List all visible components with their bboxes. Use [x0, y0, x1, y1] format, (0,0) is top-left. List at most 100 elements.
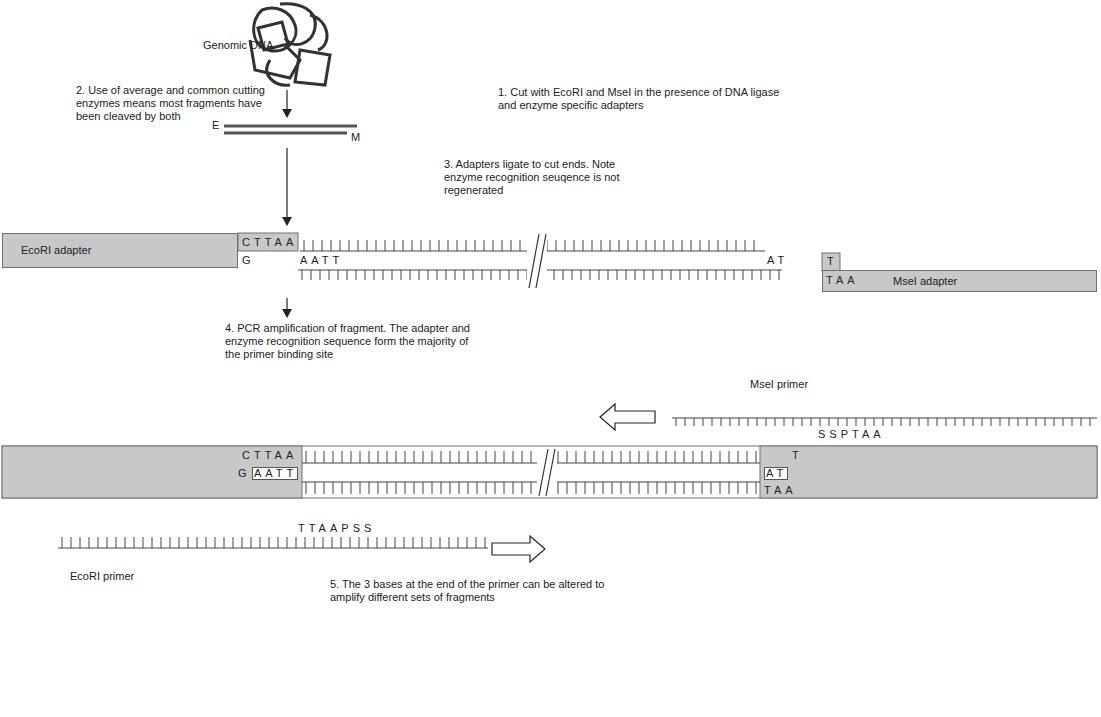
base-tick: [367, 240, 368, 251]
base-tick: [554, 270, 555, 280]
step-arrows: [282, 90, 292, 318]
base-tick: [333, 482, 334, 494]
base-tick: [441, 451, 442, 463]
sequence-letters: AATT: [252, 467, 298, 480]
base-tick: [405, 451, 406, 463]
base-tick: [657, 482, 658, 494]
base-tick: [685, 418, 686, 426]
base-tick: [423, 482, 424, 494]
base-tick: [707, 270, 708, 280]
base-tick: [730, 418, 731, 426]
base-tick: [745, 240, 746, 251]
base-tick: [1036, 418, 1037, 426]
base-tick: [323, 537, 324, 548]
base-tick: [520, 240, 521, 251]
base-tick: [467, 537, 468, 548]
base-tick: [495, 451, 496, 463]
base-tick: [314, 537, 315, 548]
base-tick: [682, 240, 683, 251]
base-tick: [351, 451, 352, 463]
sequence-letters: AT: [767, 254, 788, 267]
primer-arrows: [492, 404, 655, 562]
base-tick: [612, 451, 613, 463]
base-tick: [350, 537, 351, 548]
base-tick: [504, 451, 505, 463]
base-tick: [464, 270, 465, 280]
base-tick: [721, 418, 722, 426]
base-tick: [664, 240, 665, 251]
amplified-bar: [2, 446, 1097, 498]
base-tick: [80, 537, 81, 548]
base-tick: [324, 451, 325, 463]
base-tick: [601, 240, 602, 251]
base-tick: [847, 418, 848, 426]
base-tick: [302, 270, 303, 280]
base-tick: [522, 451, 523, 463]
base-tick: [500, 270, 501, 280]
base-tick: [313, 240, 314, 251]
base-tick: [306, 482, 307, 494]
base-tick: [493, 240, 494, 251]
base-tick: [675, 451, 676, 463]
base-tick: [486, 482, 487, 494]
tick-row: [676, 418, 1090, 426]
base-tick: [504, 482, 505, 494]
base-tick: [441, 482, 442, 494]
base-tick: [865, 418, 866, 426]
base-tick: [62, 537, 63, 548]
base-tick: [662, 270, 663, 280]
end-label: M: [351, 131, 360, 144]
base-tick: [603, 482, 604, 494]
base-tick: [468, 451, 469, 463]
base-tick: [206, 537, 207, 548]
base-tick: [820, 418, 821, 426]
base-tick: [964, 418, 965, 426]
base-tick: [324, 482, 325, 494]
base-tick: [657, 451, 658, 463]
base-tick: [278, 537, 279, 548]
base-tick: [684, 451, 685, 463]
base-tick: [829, 418, 830, 426]
base-tick: [738, 482, 739, 494]
base-tick: [585, 451, 586, 463]
base-tick: [766, 418, 767, 426]
base-tick: [720, 451, 721, 463]
base-tick: [729, 482, 730, 494]
base-tick: [260, 537, 261, 548]
base-tick: [612, 482, 613, 494]
sequence-letters: CTTAA: [242, 449, 297, 462]
base-tick: [459, 451, 460, 463]
primer-label: EcoRI primer: [70, 570, 134, 583]
base-tick: [410, 270, 411, 280]
base-tick: [431, 537, 432, 548]
base-tick: [269, 537, 270, 548]
base-tick: [432, 451, 433, 463]
base-tick: [739, 418, 740, 426]
base-tick: [644, 270, 645, 280]
base-tick: [576, 482, 577, 494]
base-tick: [1090, 418, 1091, 426]
base-tick: [653, 270, 654, 280]
base-tick: [630, 451, 631, 463]
base-tick: [610, 240, 611, 251]
base-tick: [296, 537, 297, 548]
base-tick: [125, 537, 126, 548]
sequence-letters: G: [242, 254, 255, 267]
base-tick: [874, 418, 875, 426]
step-note: 4. PCR amplification of fragment. The ad…: [225, 322, 475, 361]
base-tick: [626, 270, 627, 280]
base-tick: [756, 451, 757, 463]
base-tick: [666, 482, 667, 494]
base-tick: [342, 451, 343, 463]
base-tick: [403, 240, 404, 251]
base-tick: [311, 270, 312, 280]
base-tick: [459, 482, 460, 494]
base-tick: [592, 240, 593, 251]
step-note: 1. Cut with EcoRI and MseI in the presen…: [498, 86, 783, 112]
base-tick: [385, 240, 386, 251]
base-tick: [684, 482, 685, 494]
base-tick: [594, 482, 595, 494]
base-tick: [340, 240, 341, 251]
base-tick: [378, 482, 379, 494]
